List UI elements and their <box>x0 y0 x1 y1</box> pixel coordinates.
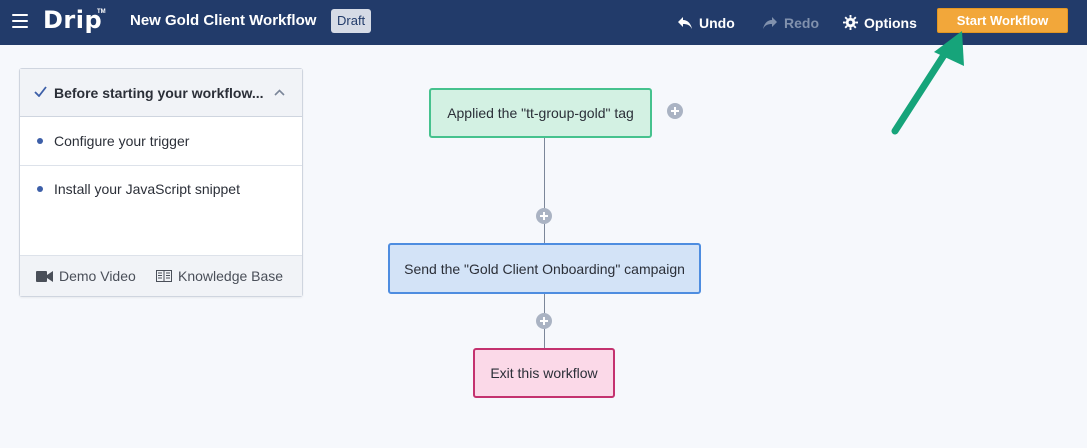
undo-button[interactable]: Undo <box>677 0 735 45</box>
checklist-item-configure-trigger[interactable]: Configure your trigger <box>20 117 302 166</box>
redo-icon <box>763 16 777 29</box>
drip-logo[interactable]: Drip <box>43 6 103 34</box>
checkmark-icon <box>34 86 47 97</box>
demo-video-link[interactable]: Demo Video <box>36 256 136 296</box>
workflow-title[interactable]: New Gold Client Workflow <box>130 12 317 29</box>
exit-node[interactable]: Exit this workflow <box>473 348 615 398</box>
checklist-footer: Demo Video Knowledge Base <box>20 256 302 296</box>
campaign-action-node[interactable]: Send the "Gold Client Onboarding" campai… <box>388 243 701 294</box>
redo-button[interactable]: Redo <box>762 0 819 45</box>
bullet-icon <box>37 186 43 192</box>
gear-icon <box>843 15 858 30</box>
video-camera-icon <box>36 270 53 282</box>
checklist-item-label: Configure your trigger <box>54 133 190 149</box>
chevron-up-icon[interactable] <box>274 89 285 96</box>
undo-icon <box>678 16 692 29</box>
start-workflow-button[interactable]: Start Workflow <box>937 8 1068 33</box>
checklist-item-install-snippet[interactable]: Install your JavaScript snippet <box>20 166 302 256</box>
checklist-card: Before starting your workflow... Configu… <box>19 68 303 297</box>
bullet-icon <box>37 138 43 144</box>
hamburger-menu-icon[interactable] <box>12 14 28 28</box>
redo-label: Redo <box>784 14 819 31</box>
demo-video-label: Demo Video <box>59 268 136 284</box>
top-header: Drip TM New Gold Client Workflow Draft U… <box>0 0 1087 45</box>
add-trigger-plus-icon[interactable] <box>667 103 683 119</box>
book-icon <box>156 270 172 282</box>
undo-label: Undo <box>699 14 735 31</box>
logo-trademark: TM <box>97 9 106 15</box>
add-step-plus-icon[interactable] <box>536 208 552 224</box>
options-button[interactable]: Options <box>843 0 917 45</box>
checklist-header[interactable]: Before starting your workflow... <box>20 69 302 117</box>
add-step-plus-icon[interactable] <box>536 313 552 329</box>
status-badge: Draft <box>331 9 372 33</box>
trigger-node[interactable]: Applied the "tt-group-gold" tag <box>429 88 652 138</box>
checklist-item-label: Install your JavaScript snippet <box>54 181 240 197</box>
knowledge-base-label: Knowledge Base <box>178 268 284 284</box>
knowledge-base-link[interactable]: Knowledge Base <box>156 256 283 296</box>
connector-line <box>544 138 545 243</box>
options-label: Options <box>864 14 917 31</box>
checklist-title: Before starting your workflow... <box>54 85 264 101</box>
